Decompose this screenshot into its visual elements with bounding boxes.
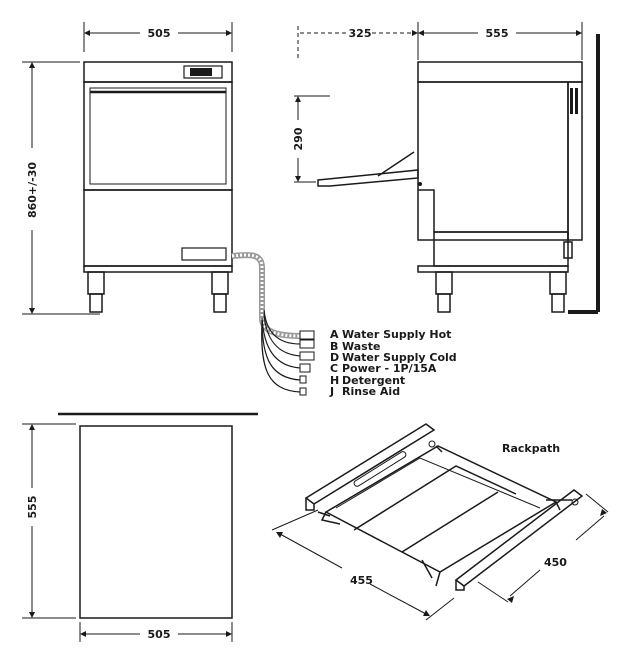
connection-label-j: Rinse Aid: [342, 385, 400, 398]
side-door-reach-label: 325: [349, 27, 372, 40]
rack-width-label: 455: [350, 574, 373, 587]
connection-code-d: D: [330, 351, 339, 364]
connection-hoses: [231, 252, 315, 396]
plan-depth-label: 555: [26, 496, 39, 519]
rack-depth-label: 450: [544, 556, 567, 569]
plan-view: 555 505: [22, 412, 258, 642]
connection-label-c: Power - 1P/15A: [342, 362, 437, 375]
plan-width-label: 505: [148, 628, 171, 641]
rackpath-view: Rackpath 455: [271, 423, 609, 621]
connection-label-d: Water Supply Cold: [342, 351, 457, 364]
front-height-label: 860+/-30: [26, 162, 39, 218]
connection-code-b: B: [330, 340, 338, 353]
connection-code-h: H: [330, 374, 339, 387]
rackpath-title: Rackpath: [502, 442, 560, 455]
side-depth-label: 555: [486, 27, 509, 40]
connection-label-a: Water Supply Hot: [342, 328, 451, 341]
connection-code-j: J: [329, 385, 334, 398]
connection-code-a: A: [330, 328, 339, 341]
connections-legend: A Water Supply Hot B Waste D Water Suppl…: [329, 328, 457, 398]
front-width-label: 505: [148, 27, 171, 40]
connection-label-b: Waste: [342, 340, 380, 353]
connection-code-c: C: [330, 362, 338, 375]
connection-label-h: Detergent: [342, 374, 405, 387]
door-height-label: 290: [292, 127, 305, 150]
front-view: 505 860+/-30: [22, 22, 233, 315]
side-view: 325 555 290: [292, 22, 600, 314]
